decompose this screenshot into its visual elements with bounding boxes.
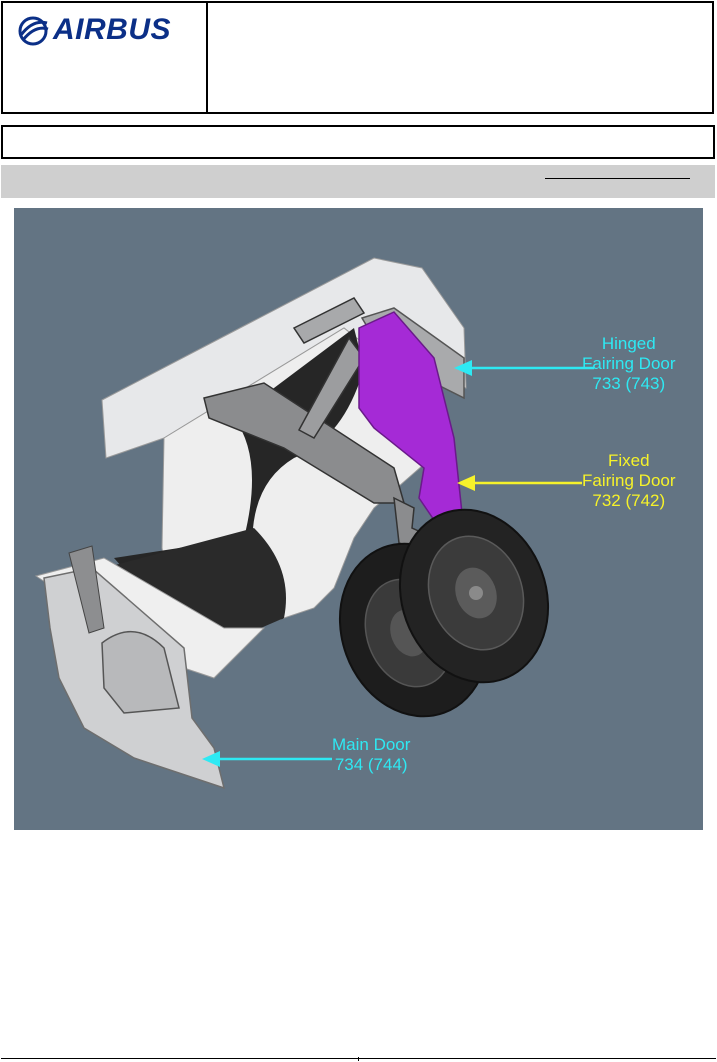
label-fixed-line3: 732 (742) bbox=[592, 491, 666, 510]
airbus-logo: AIRBUS bbox=[17, 13, 197, 47]
landing-gear-illustration: Hinged Fairing Door 733 (743) Fixed Fair… bbox=[14, 208, 703, 830]
arrow-hinged-icon bbox=[454, 360, 594, 376]
arrow-main-icon bbox=[202, 751, 332, 767]
label-hinged-line3: 733 (743) bbox=[592, 374, 666, 393]
label-hinged-line1: Hinged bbox=[601, 334, 656, 353]
label-hinged-fairing-door: Hinged Fairing Door 733 (743) bbox=[582, 334, 676, 394]
label-main-line1: Main Door bbox=[332, 735, 411, 754]
landing-gear-drawing bbox=[34, 257, 594, 790]
airbus-emblem-icon bbox=[18, 16, 49, 46]
arrow-fixed-icon bbox=[457, 475, 582, 491]
label-fixed-line2: Fairing Door bbox=[582, 471, 676, 490]
title-bar bbox=[1, 125, 715, 159]
underline-field bbox=[545, 178, 690, 179]
label-fixed-line1: Fixed bbox=[607, 451, 650, 470]
footer-rule bbox=[1, 1057, 716, 1061]
label-main-line2: 734 (744) bbox=[334, 755, 408, 774]
document-header: AIRBUS bbox=[1, 1, 714, 114]
logo-wordmark: AIRBUS bbox=[53, 13, 172, 46]
footer-tick bbox=[358, 1057, 359, 1061]
label-main-door: Main Door 734 (744) bbox=[332, 735, 410, 775]
header-divider bbox=[206, 3, 208, 112]
label-fixed-fairing-door: Fixed Fairing Door 732 (742) bbox=[582, 451, 676, 511]
label-hinged-line2: Fairing Door bbox=[582, 354, 676, 373]
subtitle-bar bbox=[1, 165, 715, 198]
